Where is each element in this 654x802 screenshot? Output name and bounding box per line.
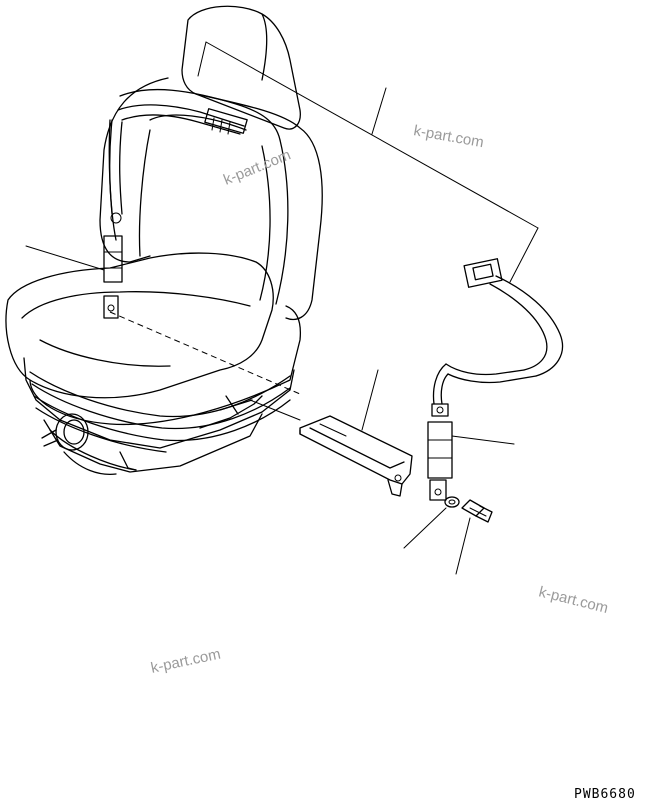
leader-lines bbox=[25, 41, 539, 575]
lap-belt-assembly bbox=[427, 258, 564, 501]
seat-suspension-base bbox=[23, 357, 295, 473]
seat-shoulder-belt bbox=[103, 104, 248, 319]
adjust-knob bbox=[41, 413, 117, 476]
watermark-text: k-part.com bbox=[149, 646, 222, 677]
drawing-code: PWB6680 bbox=[574, 787, 636, 802]
bolt bbox=[461, 499, 493, 523]
mounting-bracket bbox=[299, 415, 413, 497]
mount-centerline bbox=[109, 311, 301, 395]
watermark-text: k-part.com bbox=[221, 146, 293, 188]
seat-backrest bbox=[99, 77, 323, 321]
washer bbox=[444, 496, 460, 508]
watermark-text: k-part.com bbox=[412, 122, 485, 151]
mount-centerline-ext bbox=[249, 399, 301, 421]
watermark-text: k-part.com bbox=[537, 583, 610, 617]
seat-cushion bbox=[5, 252, 302, 426]
